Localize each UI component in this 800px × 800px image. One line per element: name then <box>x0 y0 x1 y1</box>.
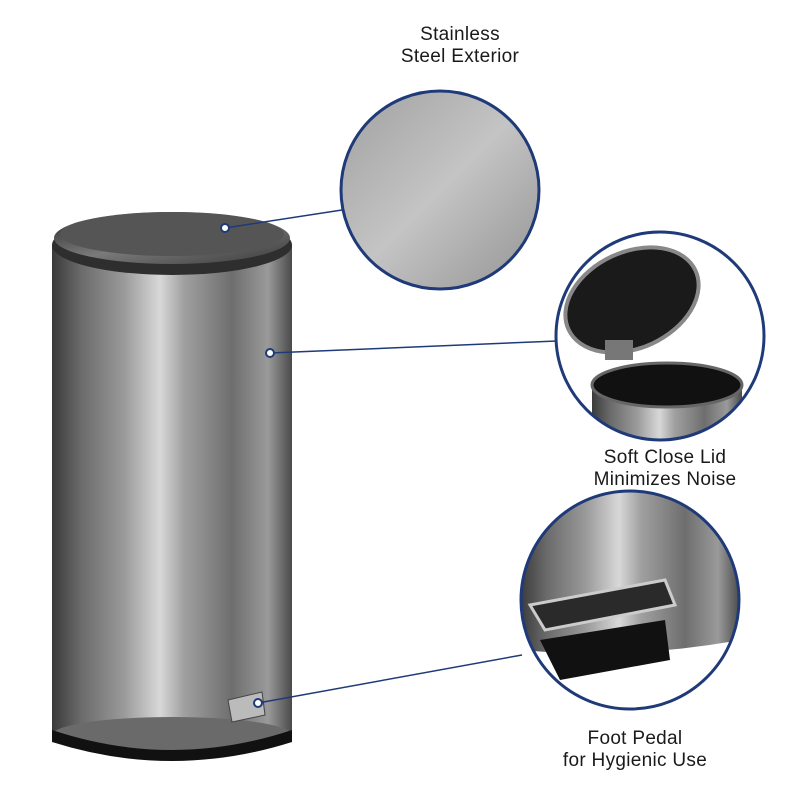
callout-line: Steel Exterior <box>400 46 520 67</box>
detail-circle-lid <box>554 230 766 442</box>
callout-line: for Hygienic Use <box>562 750 708 771</box>
callout-label-lid: Soft Close Lid Minimizes Noise <box>560 447 770 491</box>
detail-circle-steel <box>339 89 541 291</box>
callout-line: Soft Close Lid <box>603 447 727 468</box>
callout-lines <box>224 209 558 704</box>
callout-line: Minimizes Noise <box>593 469 737 490</box>
callout-dots <box>220 223 275 708</box>
trash-can <box>52 212 292 761</box>
detail-circle-pedal <box>519 489 741 711</box>
callout-label-pedal: Foot Pedal for Hygienic Use <box>525 728 745 772</box>
callout-line: Stainless <box>420 24 500 45</box>
callout-line: Foot Pedal <box>587 728 683 749</box>
callout-label-steel: Stainless Steel Exterior <box>360 24 560 68</box>
